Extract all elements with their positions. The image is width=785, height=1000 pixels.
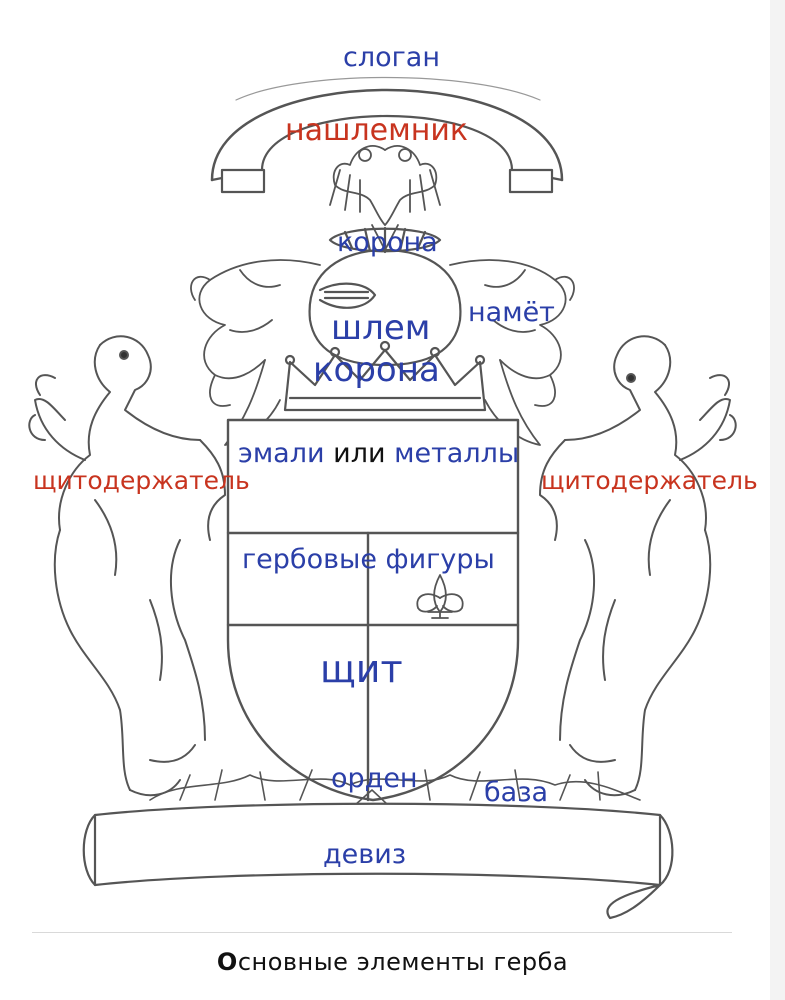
label-metals: металлы	[394, 438, 520, 469]
mantling-left	[190, 259, 321, 446]
helmet	[308, 248, 462, 367]
label-motto: девиз	[323, 839, 407, 870]
caption-divider	[32, 932, 732, 933]
label-supporter-right: щитодержатель	[541, 466, 758, 495]
coat-of-arms-illustration	[28, 76, 737, 920]
main-crown	[283, 340, 487, 412]
label-or: или	[333, 438, 386, 469]
label-compartment: база	[484, 777, 549, 808]
caption-first-letter: О	[216, 948, 238, 976]
supporter-left-lion	[28, 335, 226, 797]
motto-ribbon	[82, 802, 674, 920]
supporter-right-lion	[539, 335, 737, 797]
upper-crown	[328, 226, 442, 254]
label-helmet: шлем	[331, 308, 431, 348]
mantling-right	[449, 259, 575, 446]
label-mantling: намёт	[468, 297, 555, 328]
label-order: орден	[331, 763, 418, 794]
diagram-caption: Основные элементы герба	[0, 948, 785, 976]
fleur-de-lis	[416, 574, 464, 619]
right-margin-strip	[770, 0, 785, 1000]
slogan-scroll	[210, 76, 564, 194]
label-supporter-left: щитодержатель	[33, 466, 250, 495]
shield	[226, 418, 520, 802]
caption-text: сновные элементы герба	[237, 948, 569, 976]
label-crest: нашлемник	[285, 113, 468, 148]
label-slogan: слоган	[343, 42, 441, 73]
label-tinctures: эмали или металлы	[238, 440, 519, 467]
label-crown-main: корона	[313, 350, 440, 390]
label-charges: гербовые фигуры	[242, 544, 495, 575]
label-enamels: эмали	[238, 438, 325, 469]
label-crown-top: корона	[337, 227, 438, 258]
label-shield: щит	[320, 647, 403, 691]
